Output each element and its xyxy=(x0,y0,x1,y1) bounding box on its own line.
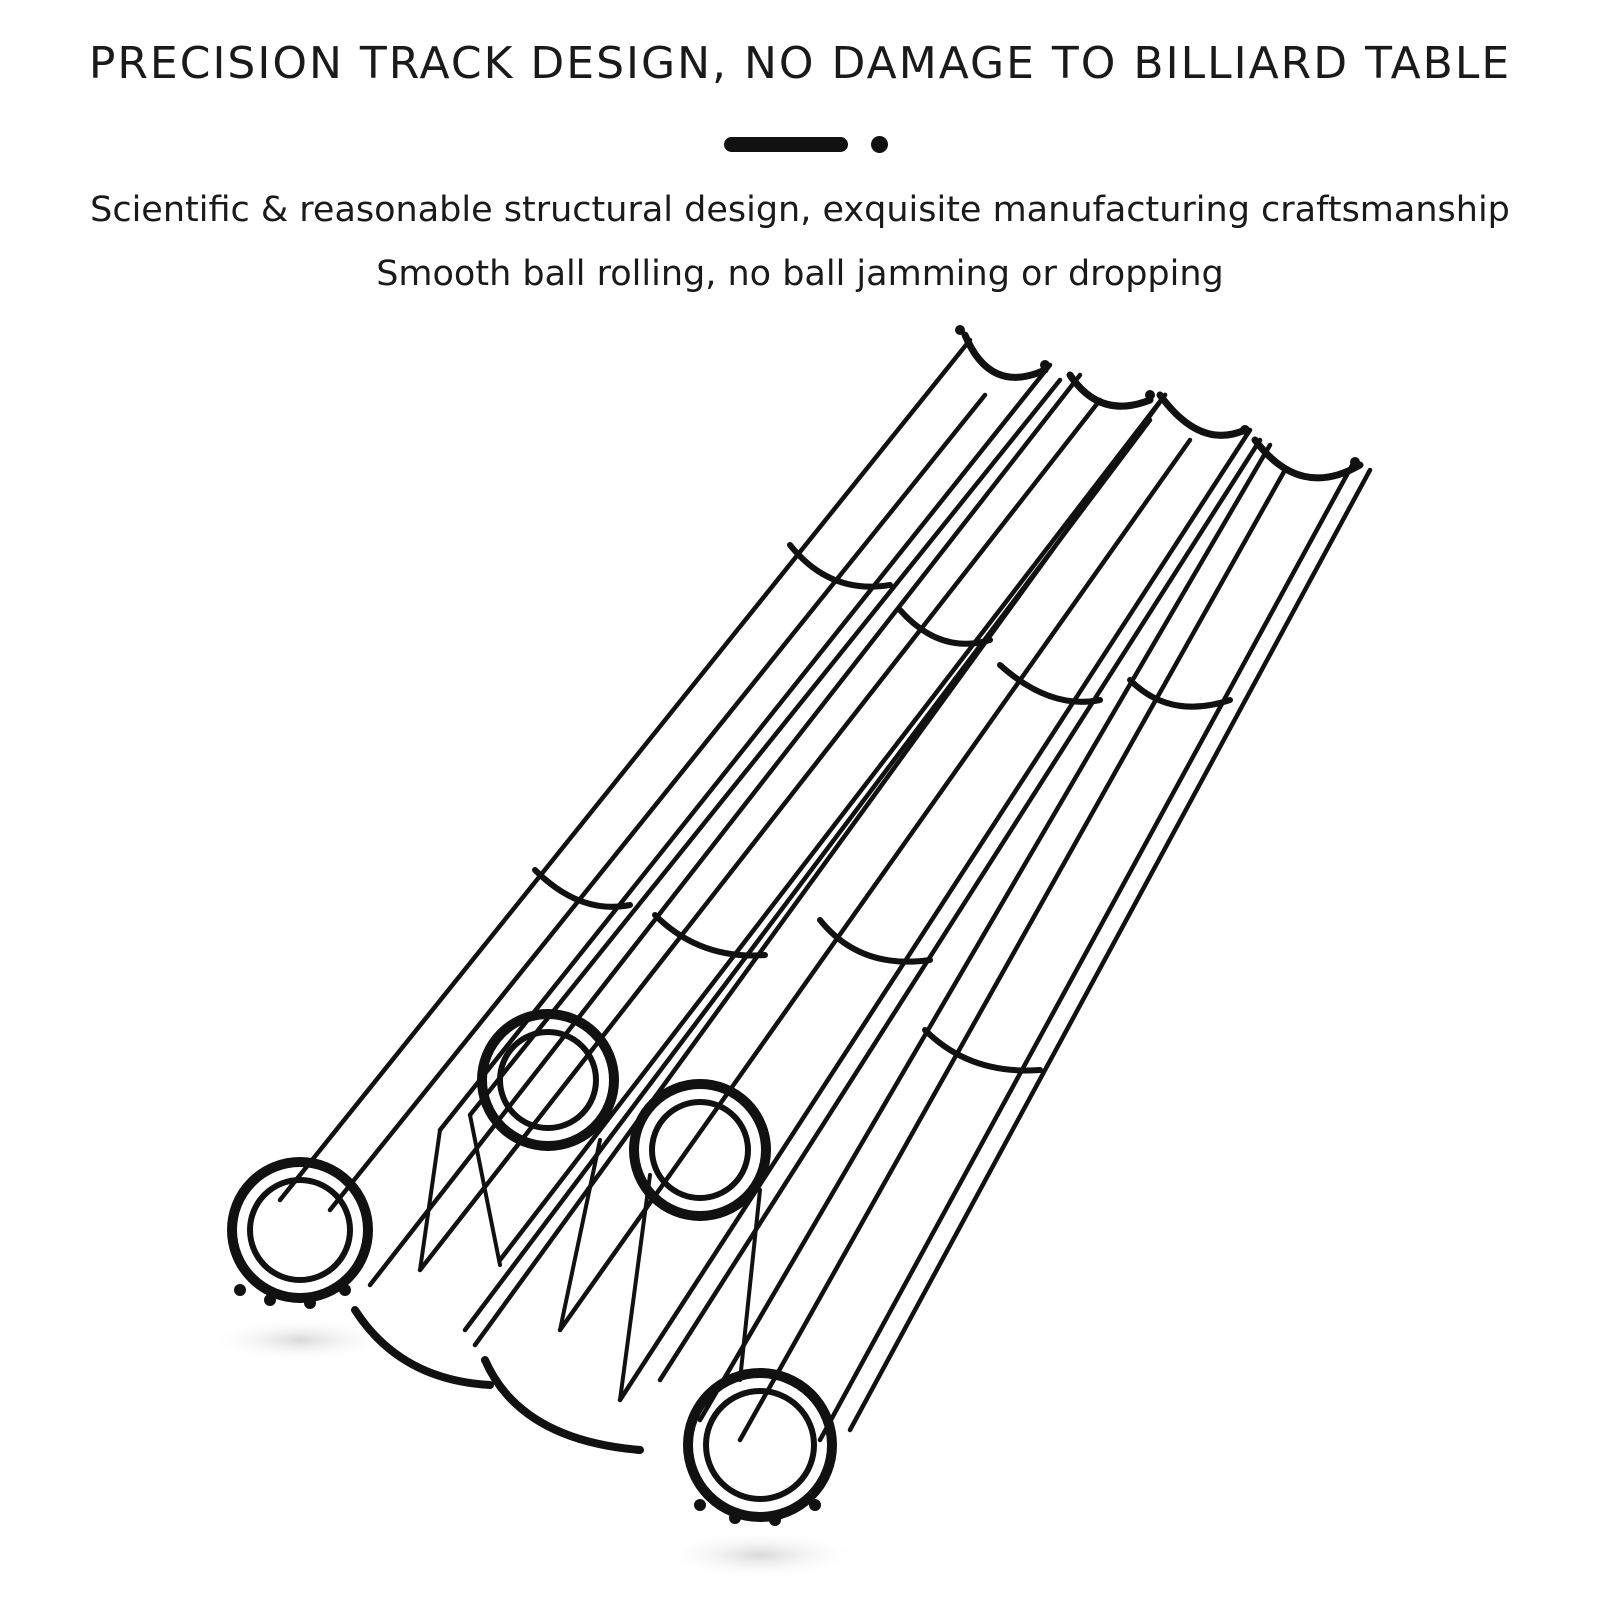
subtitle-line-1: Scientific & reasonable structural desig… xyxy=(90,190,1510,230)
end-ring-3 xyxy=(629,1079,771,1221)
divider-decoration xyxy=(0,134,1600,154)
ring-studs xyxy=(234,325,1360,1526)
mid-cradles xyxy=(532,542,1233,1074)
track-2 xyxy=(367,372,1168,1333)
shadow xyxy=(210,1318,390,1362)
bottom-cradles xyxy=(351,1306,644,1454)
track-4 xyxy=(697,442,1373,1443)
subtitle-line-2: Smooth ball rolling, no ball jamming or … xyxy=(376,254,1224,294)
track-3 xyxy=(472,392,1263,1403)
headline: PRECISION TRACK DESIGN, NO DAMAGE TO BIL… xyxy=(88,38,1512,89)
ball-return-track-image xyxy=(210,325,1373,1579)
track-1 xyxy=(277,337,1063,1213)
divider-bar xyxy=(724,137,848,152)
divider-dot xyxy=(871,136,888,153)
end-ring-4 xyxy=(683,1368,837,1522)
top-cradles xyxy=(961,331,1364,482)
ring-struts xyxy=(418,1113,762,1402)
end-ring-1 xyxy=(227,1157,373,1303)
end-ring-2 xyxy=(477,1009,619,1151)
shadow xyxy=(660,1531,860,1579)
